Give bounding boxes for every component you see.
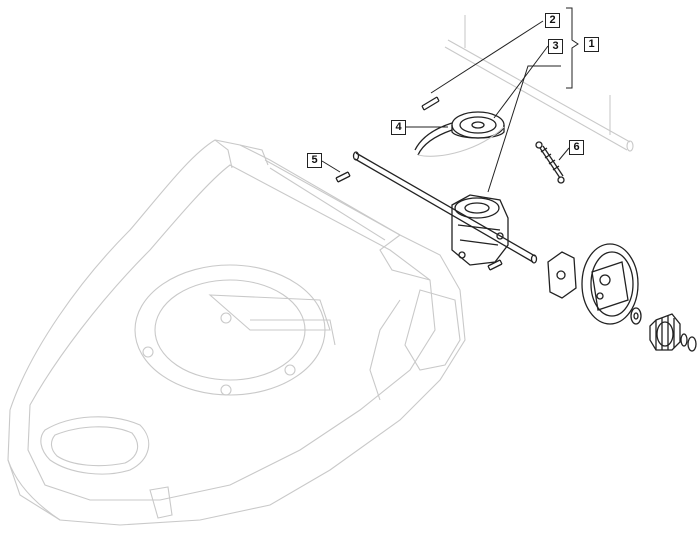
washer xyxy=(630,307,642,325)
callout-6: 6 xyxy=(569,140,584,155)
leader-lines xyxy=(321,20,570,193)
rear-latch xyxy=(149,486,173,519)
end-nut xyxy=(687,336,697,352)
callout-brace xyxy=(566,7,579,89)
callout-3: 3 xyxy=(548,39,563,54)
shaft-assembly xyxy=(444,15,634,152)
wheel-hub xyxy=(581,243,639,325)
drive-pinion xyxy=(649,313,681,351)
gearbox-key xyxy=(487,259,503,271)
pulley-assembly xyxy=(414,111,505,157)
bolt xyxy=(142,346,154,358)
drive-axle xyxy=(352,151,538,264)
gearbox xyxy=(451,194,509,266)
key-pin xyxy=(335,171,351,183)
spring xyxy=(535,141,565,184)
mower-deck xyxy=(7,139,466,526)
callout-5: 5 xyxy=(307,153,322,168)
rear-handle-recess xyxy=(40,416,150,475)
pin xyxy=(421,96,440,111)
callout-2: 2 xyxy=(545,13,560,28)
bolt xyxy=(220,384,232,396)
bolt xyxy=(220,312,232,324)
wheel-plate xyxy=(547,251,577,299)
bolt xyxy=(284,364,296,376)
end-washer xyxy=(680,333,688,347)
washer-hole xyxy=(633,312,639,320)
callout-1: 1 xyxy=(584,37,599,52)
callout-4: 4 xyxy=(391,120,406,135)
